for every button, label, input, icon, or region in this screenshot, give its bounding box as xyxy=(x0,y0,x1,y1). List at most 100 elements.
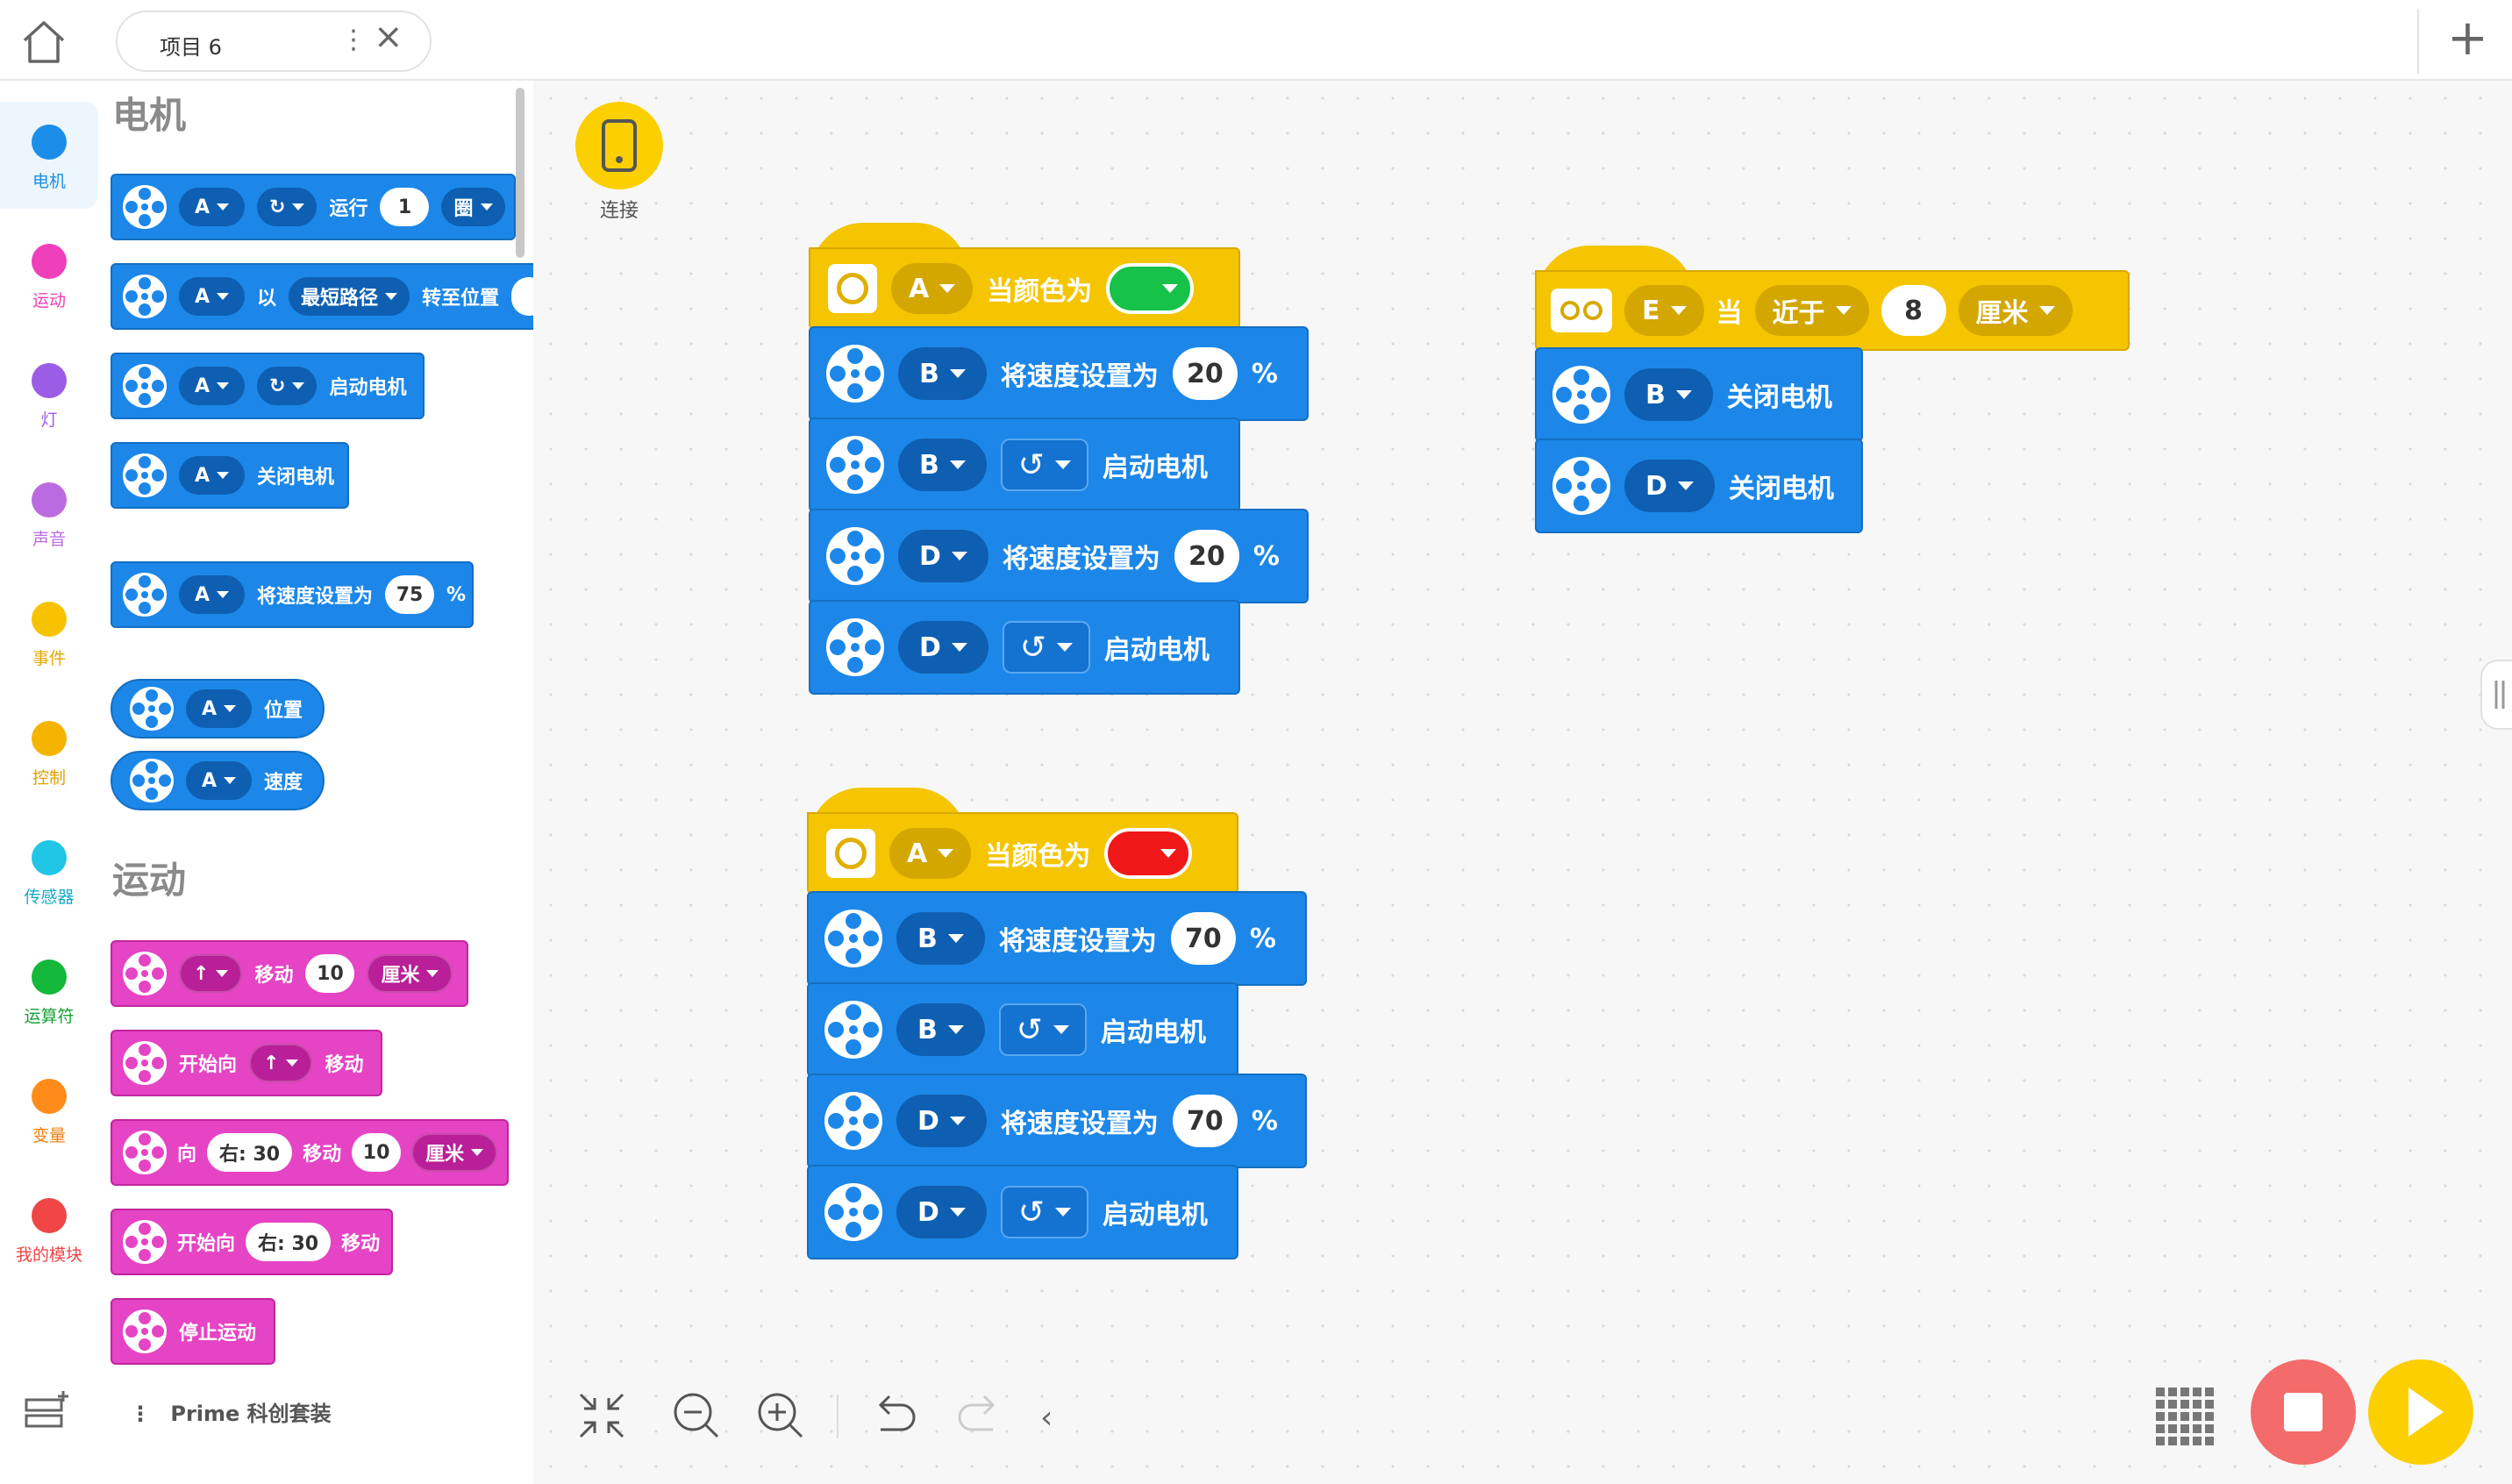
speed-input[interactable]: 20 xyxy=(1174,530,1239,582)
palette-block-speed-reporter[interactable]: A 速度 xyxy=(111,751,325,810)
set-speed-block[interactable]: B 将速度设置为 20 % xyxy=(809,326,1309,421)
direction-dropdown[interactable]: ↻ xyxy=(257,367,318,405)
direction-dropdown[interactable]: ↺ xyxy=(1002,621,1090,674)
port-dropdown[interactable]: D xyxy=(898,530,988,582)
panel-handle[interactable] xyxy=(2480,660,2512,730)
set-speed-block[interactable]: D 将速度设置为 20 % xyxy=(809,509,1309,603)
direction-dropdown[interactable]: ↑ xyxy=(179,954,243,993)
port-dropdown[interactable]: B xyxy=(898,439,987,491)
stop-motor-block[interactable]: D 关闭电机 xyxy=(1535,439,1863,533)
port-dropdown[interactable]: E xyxy=(1624,285,1704,336)
extensions-icon[interactable] xyxy=(23,1388,72,1440)
palette-scrollbar[interactable] xyxy=(516,88,525,258)
path-dropdown[interactable]: 最短路径 xyxy=(289,277,410,316)
unit-dropdown[interactable]: 厘米 xyxy=(1958,285,2073,336)
kit-selector[interactable]: ⋮ Prime 科创套装 xyxy=(130,1396,332,1427)
play-button[interactable] xyxy=(2368,1359,2473,1465)
palette-block-stop-motor[interactable]: A 关闭电机 xyxy=(111,442,349,509)
when-color-hat-block[interactable]: A 当颜色为 xyxy=(807,812,1238,895)
palette-block-start-steer[interactable]: 开始向 右: 30 移动 xyxy=(111,1209,393,1275)
port-dropdown[interactable]: A xyxy=(179,575,246,614)
speed-input[interactable]: 70 xyxy=(1170,912,1236,965)
zoom-in-icon[interactable] xyxy=(754,1389,807,1445)
set-speed-block[interactable]: B 将速度设置为 70 % xyxy=(807,891,1307,986)
category-my-blocks[interactable]: 我的模块 xyxy=(0,1175,98,1282)
direction-dropdown[interactable]: ↻ xyxy=(257,188,318,226)
category-sound[interactable]: 声音 xyxy=(0,460,98,567)
unit-dropdown[interactable]: 厘米 xyxy=(367,954,453,993)
palette-block-start-moving[interactable]: 开始向 ↑ 移动 xyxy=(111,1030,382,1096)
start-motor-block[interactable]: B ↺ 启动电机 xyxy=(807,982,1238,1077)
distance-input[interactable]: 8 xyxy=(1880,285,1946,336)
category-events[interactable]: 事件 xyxy=(0,579,98,686)
port-dropdown[interactable]: B xyxy=(896,1003,985,1056)
port-dropdown[interactable]: A xyxy=(179,456,246,495)
color-dropdown[interactable] xyxy=(1104,828,1193,879)
category-motion[interactable]: 运动 xyxy=(0,221,98,328)
palette-block-go-to-position[interactable]: A 以 最短路径 转至位置 xyxy=(111,263,533,330)
connect-button[interactable] xyxy=(575,102,663,189)
redo-icon[interactable] xyxy=(953,1389,1005,1445)
value-input[interactable]: 10 xyxy=(352,1133,402,1172)
when-distance-hat-block[interactable]: E 当 近于 8 厘米 xyxy=(1535,270,2130,351)
fit-to-screen-icon[interactable] xyxy=(575,1389,628,1445)
when-color-hat-block[interactable]: A 当颜色为 xyxy=(809,247,1240,330)
stop-motor-block[interactable]: B 关闭电机 xyxy=(1535,347,1863,442)
set-speed-block[interactable]: D 将速度设置为 70 % xyxy=(807,1074,1307,1168)
direction-dropdown[interactable]: ↺ xyxy=(1000,1186,1088,1238)
add-tab-icon[interactable]: + xyxy=(2447,10,2488,67)
port-dropdown[interactable]: B xyxy=(1624,368,1713,421)
category-motor[interactable]: 电机 xyxy=(0,102,98,209)
value-input[interactable]: 10 xyxy=(305,954,355,993)
speed-input[interactable]: 20 xyxy=(1172,347,1238,400)
palette-block-position-reporter[interactable]: A 位置 xyxy=(111,679,325,738)
project-tab[interactable]: 项目 6 ⋮ × xyxy=(116,11,432,72)
start-motor-block[interactable]: D ↺ 启动电机 xyxy=(807,1165,1238,1259)
speed-input[interactable]: 70 xyxy=(1172,1095,1238,1147)
start-motor-block[interactable]: B ↺ 启动电机 xyxy=(809,417,1240,512)
category-light[interactable]: 灯 xyxy=(0,340,98,447)
port-dropdown[interactable]: D xyxy=(1624,460,1715,512)
port-dropdown[interactable]: B xyxy=(898,347,987,400)
value-input[interactable]: 1 xyxy=(380,188,430,226)
palette-block-start-motor[interactable]: A ↻ 启动电机 xyxy=(111,353,425,419)
condition-dropdown[interactable]: 近于 xyxy=(1754,285,1869,336)
palette-block-set-speed[interactable]: A 将速度设置为 75 % xyxy=(111,561,474,628)
port-dropdown[interactable]: A xyxy=(179,367,246,405)
port-dropdown[interactable]: D xyxy=(896,1186,987,1238)
category-control[interactable]: 控制 xyxy=(0,698,98,805)
palette-block-stop-moving[interactable]: 停止运动 xyxy=(111,1298,275,1365)
close-icon[interactable]: × xyxy=(374,17,403,57)
port-dropdown[interactable]: A xyxy=(891,263,974,314)
palette-block-move-steer[interactable]: 向 右: 30 移动 10 厘米 xyxy=(111,1119,509,1186)
category-variables[interactable]: 变量 xyxy=(0,1056,98,1163)
port-dropdown[interactable]: A xyxy=(179,188,246,226)
palette-block-move[interactable]: ↑ 移动 10 厘米 xyxy=(111,940,468,1007)
unit-dropdown[interactable]: 厘米 xyxy=(411,1133,498,1172)
direction-dropdown[interactable]: ↑ xyxy=(249,1044,313,1082)
more-options-icon[interactable]: ⋮ xyxy=(340,25,367,55)
category-operators[interactable]: 运算符 xyxy=(0,937,98,1044)
port-dropdown[interactable]: D xyxy=(896,1095,987,1147)
port-dropdown[interactable]: D xyxy=(898,621,988,674)
unit-dropdown[interactable]: 圈 xyxy=(441,188,505,226)
direction-dropdown[interactable]: ↺ xyxy=(1000,439,1088,491)
steering-input[interactable]: 右: 30 xyxy=(207,1133,293,1172)
palette-block-run-motor[interactable]: A ↻ 运行 1 圈 xyxy=(111,174,516,240)
collapse-chevron-icon[interactable]: ‹ xyxy=(1040,1400,1053,1436)
port-dropdown[interactable]: A xyxy=(186,761,253,800)
color-dropdown[interactable] xyxy=(1106,263,1195,314)
value-input[interactable]: 75 xyxy=(385,575,435,614)
port-dropdown[interactable]: B xyxy=(896,912,985,965)
light-matrix-icon[interactable] xyxy=(2154,1386,2214,1449)
zoom-out-icon[interactable] xyxy=(670,1389,723,1445)
category-sensors[interactable]: 传感器 xyxy=(0,817,98,924)
port-dropdown[interactable]: A xyxy=(889,828,972,879)
start-motor-block[interactable]: D ↺ 启动电机 xyxy=(809,600,1240,695)
home-icon[interactable] xyxy=(18,16,70,68)
port-dropdown[interactable]: A xyxy=(186,689,253,728)
value-input[interactable] xyxy=(511,277,533,316)
port-dropdown[interactable]: A xyxy=(179,277,246,316)
stop-button[interactable] xyxy=(2251,1359,2356,1465)
direction-dropdown[interactable]: ↺ xyxy=(998,1003,1087,1056)
